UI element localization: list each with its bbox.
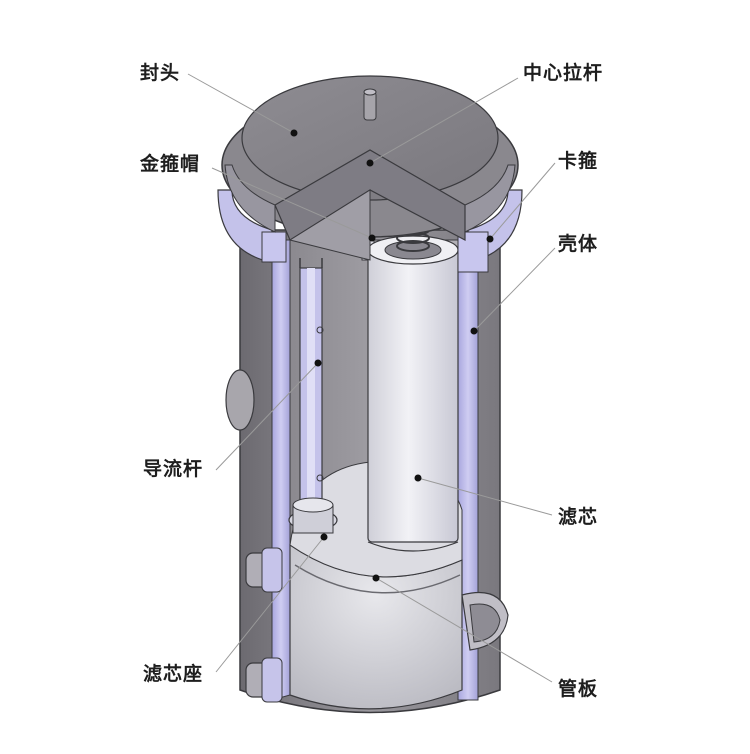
label-tube-plate: 管板 bbox=[558, 678, 599, 700]
cartridge-seat bbox=[288, 497, 338, 534]
flow-rod bbox=[299, 258, 324, 509]
outlet-nozzle bbox=[461, 591, 509, 651]
label-center-rod: 中心拉杆 bbox=[523, 62, 604, 84]
inlet-nozzle bbox=[225, 369, 255, 431]
anchor-dots bbox=[290, 129, 494, 582]
leader-tube-plate bbox=[375, 577, 553, 683]
head-cap bbox=[221, 75, 519, 261]
drain-plug-lower bbox=[245, 657, 283, 703]
leader-lines bbox=[187, 73, 556, 683]
leader-shell bbox=[473, 247, 556, 332]
label-shell: 壳体 bbox=[558, 233, 599, 255]
label-head: 封头 bbox=[140, 62, 181, 84]
clamp-ring bbox=[217, 189, 523, 273]
label-flow-rod: 导流杆 bbox=[143, 458, 204, 480]
label-clamp-cap: 金箍帽 bbox=[140, 153, 201, 175]
leader-clamp-cap bbox=[211, 167, 373, 239]
label-cartridge-seat: 滤芯座 bbox=[143, 663, 204, 685]
leader-cartridge-seat bbox=[215, 536, 325, 673]
drain-plug-upper bbox=[245, 547, 283, 593]
filter-cartridge bbox=[367, 235, 459, 552]
leader-clamp bbox=[489, 162, 556, 240]
leader-cartridge bbox=[417, 477, 553, 516]
label-cartridge: 滤芯 bbox=[558, 506, 599, 528]
leader-head bbox=[187, 73, 295, 134]
leader-flow-rod bbox=[215, 362, 319, 471]
label-clamp: 卡箍 bbox=[558, 150, 599, 172]
leader-center-rod bbox=[369, 77, 519, 164]
